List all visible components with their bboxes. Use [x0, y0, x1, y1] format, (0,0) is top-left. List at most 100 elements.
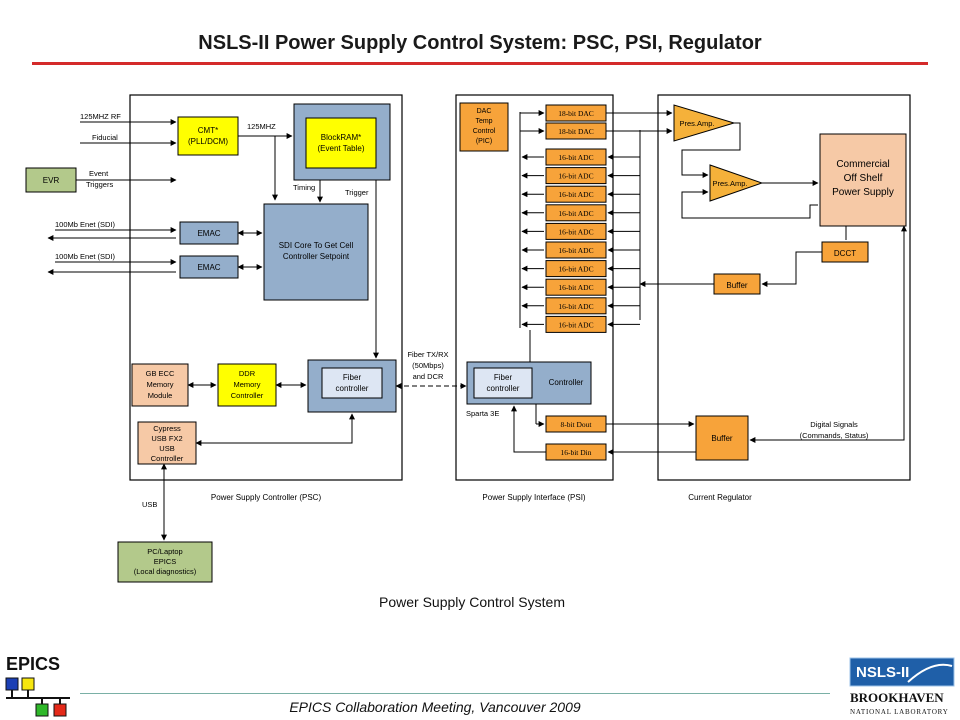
pc-label-1: PC/Laptop [147, 547, 182, 556]
dac-temp-label-4: (PIC) [476, 138, 492, 145]
adc-label: 16-bit ADC [558, 320, 593, 329]
preamp1-triangle [673, 104, 736, 142]
regulator-label: Current Regulator [688, 493, 752, 502]
psi-label: Power Supply Interface (PSI) [482, 493, 585, 502]
dac-temp-block [459, 102, 509, 152]
cmt-label-2: (PLL/DCM) [188, 137, 228, 146]
pc-laptop-block [117, 541, 213, 583]
dac-temp-label-3: Control [473, 128, 496, 135]
dac-column: 18-bit DAC 18-bit DAC [520, 104, 607, 140]
ddr-block [217, 363, 277, 407]
fiber-link-label-2: (50Mbps) [412, 361, 444, 370]
cmt-block [177, 116, 239, 156]
dac18-b-label: 18-bit DAC [558, 127, 594, 136]
adc-block [545, 148, 607, 166]
cots-label-1: Commercial [836, 159, 889, 170]
trigger-label: Trigger [345, 188, 369, 197]
ddr-label-2: Memory [233, 380, 260, 389]
adc-label: 16-bit ADC [558, 265, 593, 274]
blockram-block [305, 117, 377, 169]
pc-label-3: (Local diagnostics) [134, 567, 197, 576]
adc-label: 16-bit ADC [558, 227, 593, 236]
sdi-label-1: SDI Core To Get Cell [279, 241, 354, 250]
psi-fiber-label-2: controller [487, 384, 520, 393]
epics-logo-text: EPICS [6, 654, 60, 674]
cots-label-2: Off Shelf [844, 173, 883, 184]
sdi-core-block [263, 203, 369, 301]
evr-label: EVR [43, 176, 60, 185]
dac-temp-label-2: Temp [475, 118, 492, 125]
cypress-label-3: USB [159, 444, 174, 453]
nsls-logo-text: NSLS-II [856, 664, 909, 681]
blockram-label-2: (Event Table) [318, 144, 365, 153]
preamp2-label: Pres.Amp. [712, 179, 747, 188]
nsls-bnl-logo: NSLS-II BROOKHAVEN NATIONAL LABORATORY [849, 657, 955, 716]
dcct-label: DCCT [834, 249, 856, 258]
cmt-label-1: CMT* [198, 126, 218, 135]
cypress-label-1: Cypress [153, 424, 181, 433]
adc-block [545, 315, 607, 333]
gbecc-label-3: Module [148, 391, 173, 400]
buffer-bottom-block [695, 415, 749, 461]
adc-label: 16-bit ADC [558, 246, 593, 255]
slide-title: NSLS-II Power Supply Control System: PSC… [198, 32, 762, 54]
dac-temp-label-1: DAC [477, 108, 492, 115]
clk-125-label: 125MHZ [247, 122, 276, 131]
emac1-label: EMAC [197, 229, 220, 238]
fiducial-label: Fiducial [92, 133, 118, 142]
cots-power-supply-block [819, 133, 907, 227]
title-underline [32, 62, 928, 65]
adc-label: 16-bit ADC [558, 153, 593, 162]
psc-fiber-label-1: Fiber [343, 373, 362, 382]
sparta-label: Sparta 3E [466, 409, 499, 418]
ddr-label-1: DDR [239, 369, 256, 378]
psi-fiber-block [473, 367, 533, 399]
preamp2-triangle [709, 164, 764, 202]
buffer-top-label: Buffer [726, 281, 748, 290]
cypress-label-2: USB FX2 [151, 434, 182, 443]
enet2-label: 100Mb Enet (SDI) [55, 252, 116, 261]
event-label-1: Event [89, 169, 109, 178]
usb-label: USB [142, 500, 157, 509]
bnl-logo-text: BROOKHAVEN [850, 690, 944, 705]
adc-label: 16-bit ADC [558, 209, 593, 218]
fiber-link-label-1: Fiber TX/RX [407, 350, 448, 359]
digital-signals-label-1: Digital Signals [810, 420, 858, 429]
preamp1-label: Pres.Amp. [679, 119, 714, 128]
event-label-2: Triggers [86, 180, 113, 189]
adc-block [545, 185, 607, 203]
din-label: 16-bit Din [560, 448, 591, 457]
adc-block [545, 241, 607, 259]
bnl-logo-subtext: NATIONAL LABORATORY [850, 708, 949, 716]
figure-caption: Power Supply Control System [379, 594, 565, 610]
adc-column: 16-bit ADC 16-bit ADC 16-bit ADC 16-bit ADC… [521, 148, 640, 333]
cypress-label-4: Controller [151, 454, 184, 463]
adc-label: 16-bit ADC [558, 283, 593, 292]
adc-label: 16-bit ADC [558, 302, 593, 311]
psc-label: Power Supply Controller (PSC) [211, 493, 322, 502]
ddr-label-3: Controller [231, 391, 264, 400]
epics-logo: EPICS [5, 654, 70, 717]
adc-block [545, 260, 607, 278]
footer-rule [80, 693, 830, 694]
power-supply-diagram: Power Supply Controller (PSC) Power Supp… [25, 94, 911, 583]
psi-fiber-label-1: Fiber [494, 373, 513, 382]
footer-text: EPICS Collaboration Meeting, Vancouver 2… [289, 699, 581, 715]
adc-label: 16-bit ADC [558, 190, 593, 199]
adc-block [545, 204, 607, 222]
dac18-a-label: 18-bit DAC [558, 109, 594, 118]
evr-block [25, 167, 77, 193]
gbecc-label-2: Memory [146, 380, 173, 389]
adc-block [545, 222, 607, 240]
emac2-label: EMAC [197, 263, 220, 272]
adc-block [545, 278, 607, 296]
timing-label: Timing [293, 183, 315, 192]
rf-input-label: 125MHZ RF [80, 112, 121, 121]
cots-label-3: Power Supply [832, 187, 894, 198]
buffer-bottom-label: Buffer [711, 434, 733, 443]
adc-block [545, 297, 607, 315]
psc-fiber-label-2: controller [336, 384, 369, 393]
sdi-label-2: Controller Setpoint [283, 252, 350, 261]
adc-label: 16-bit ADC [558, 172, 593, 181]
dout-label: 8-bit Dout [560, 420, 592, 429]
